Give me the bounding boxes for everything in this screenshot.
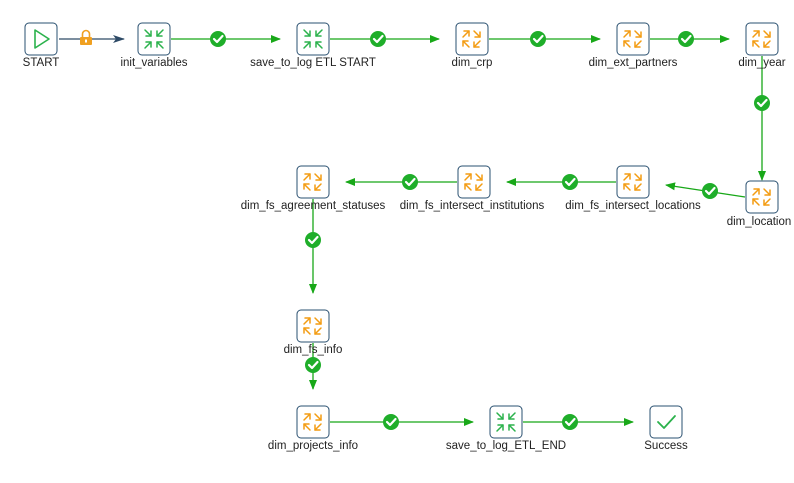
nodes-layer [24,22,779,439]
transform-arrows-icon [752,188,771,206]
lock-icon [80,29,92,45]
job-entry-init-variables[interactable] [137,22,171,56]
success-check-icon [657,415,676,429]
success-check-icon [562,174,578,190]
success-check-icon [210,31,226,47]
success-check-icon [678,31,694,47]
transform-arrows-icon [464,173,483,191]
hop-dim_fs_agreement_statuses-to-dim_fs_info[interactable] [305,199,321,294]
success-check-icon [370,31,386,47]
job-entry-save-start[interactable] [296,22,330,56]
job-entry-dim-projects-info[interactable] [296,405,330,439]
hop-start-to-init_variables[interactable] [59,29,125,46]
success-check-icon [305,232,321,248]
job-entry-save-end[interactable] [489,405,523,439]
job-entry-dim-fs-intersect-institutions[interactable] [457,165,491,199]
hop-dim_fs_intersect_institutions-to-dim_fs_agreement_statuses[interactable] [345,174,457,190]
job-entry-dim-fs-info[interactable] [296,309,330,343]
job-entry-dim-year[interactable] [745,22,779,56]
success-check-icon [702,183,718,199]
hop-dim_ext_partners-to-dim_year[interactable] [650,31,730,47]
transform-arrows-icon [462,30,481,48]
transform-arrows-icon [303,413,322,431]
hop-dim_projects_info-to-save_end[interactable] [330,414,474,430]
script-arrows-icon [144,29,164,49]
hop-dim_year-to-dim_location[interactable] [754,56,770,181]
transform-arrows-icon [303,317,322,335]
transform-arrows-icon [623,173,642,191]
success-check-icon [530,31,546,47]
transform-arrows-icon [623,30,642,48]
transform-arrows-icon [752,30,771,48]
transform-arrows-icon [303,173,322,191]
hop-init_variables-to-save_start[interactable] [171,31,281,47]
hop-dim_location-to-dim_fs_intersect_locations[interactable] [665,182,746,199]
hop-save_start-to-dim_crp[interactable] [330,31,440,47]
success-check-icon [305,357,321,373]
job-entry-dim-fs-agreement-statuses[interactable] [296,165,330,199]
start-triangle-icon [34,29,50,49]
job-entry-dim-crp[interactable] [455,22,489,56]
job-entry-dim-location[interactable] [745,180,779,214]
hop-dim_fs_info-to-dim_projects_info[interactable] [305,343,321,390]
success-check-icon [383,414,399,430]
script-arrows-icon [303,29,323,49]
success-check-icon [754,95,770,111]
script-arrows-icon [496,412,516,432]
job-entry-success[interactable] [649,405,683,439]
success-check-icon [402,174,418,190]
success-check-icon [562,414,578,430]
job-entry-dim-ext-partners[interactable] [616,22,650,56]
hop-dim_crp-to-dim_ext_partners[interactable] [489,31,601,47]
job-entry-dim-fs-intersect-locations[interactable] [616,165,650,199]
hop-save_end-to-success[interactable] [523,414,634,430]
hop-dim_fs_intersect_locations-to-dim_fs_intersect_institutions[interactable] [506,174,616,190]
hops-layer [59,29,770,430]
job-entry-start[interactable] [24,22,58,56]
